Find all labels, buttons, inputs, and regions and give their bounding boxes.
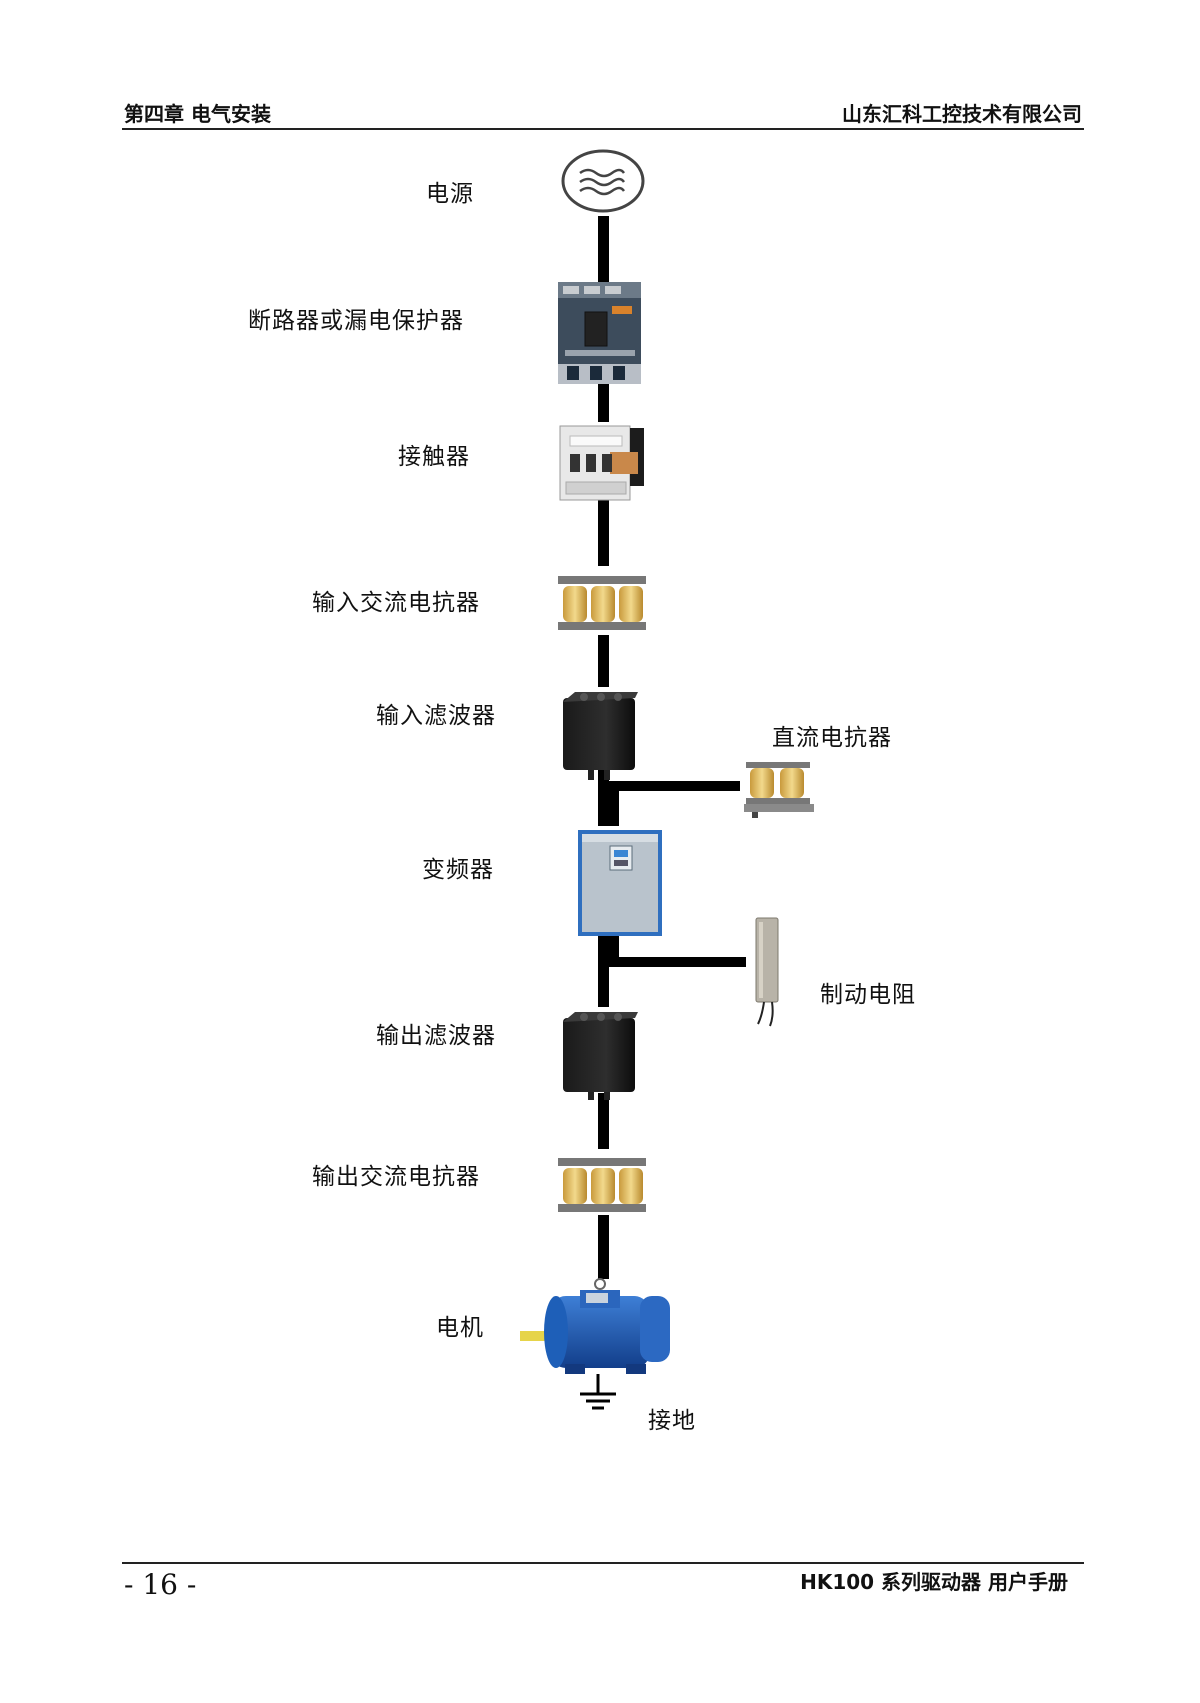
label-input-ac-reactor: 输入交流电抗器 xyxy=(312,590,480,616)
manual-title: HK100 系列驱动器 用户手册 xyxy=(800,1570,1068,1594)
main-wire xyxy=(598,216,609,1279)
contactor-icon xyxy=(559,425,644,501)
header-rule xyxy=(122,128,1084,130)
dc-reactor-icon xyxy=(744,762,814,818)
ground-icon xyxy=(580,1374,616,1410)
label-contactor: 接触器 xyxy=(398,444,470,470)
motor-icon xyxy=(520,1278,670,1374)
inverter-icon xyxy=(578,830,662,936)
label-dc-reactor: 直流电抗器 xyxy=(772,725,892,751)
input-ac-reactor-icon xyxy=(558,576,646,630)
label-breaker: 断路器或漏电保护器 xyxy=(248,308,464,334)
power-source-icon xyxy=(561,149,645,213)
label-input-filter: 输入滤波器 xyxy=(376,703,496,729)
input-filter-icon xyxy=(563,692,638,780)
label-output-filter: 输出滤波器 xyxy=(376,1023,496,1049)
label-inverter: 变频器 xyxy=(422,857,494,883)
label-braking-resistor: 制动电阻 xyxy=(820,982,916,1008)
dc-reactor-wire xyxy=(609,781,740,826)
label-motor: 电机 xyxy=(436,1315,484,1341)
output-filter-icon xyxy=(563,1012,638,1100)
label-ground: 接地 xyxy=(648,1408,696,1434)
company-name: 山东汇科工控技术有限公司 xyxy=(842,102,1082,126)
chapter-title: 第四章 电气安装 xyxy=(124,102,271,126)
braking-resistor-wire xyxy=(609,935,746,967)
output-ac-reactor-icon xyxy=(558,1158,646,1212)
label-power-source: 电源 xyxy=(426,181,474,207)
breaker-icon xyxy=(558,282,641,384)
footer-rule xyxy=(122,1562,1084,1564)
braking-resistor-icon xyxy=(755,917,779,1027)
page-number: - 16 - xyxy=(124,1568,197,1601)
label-output-ac-reactor: 输出交流电抗器 xyxy=(312,1164,480,1190)
